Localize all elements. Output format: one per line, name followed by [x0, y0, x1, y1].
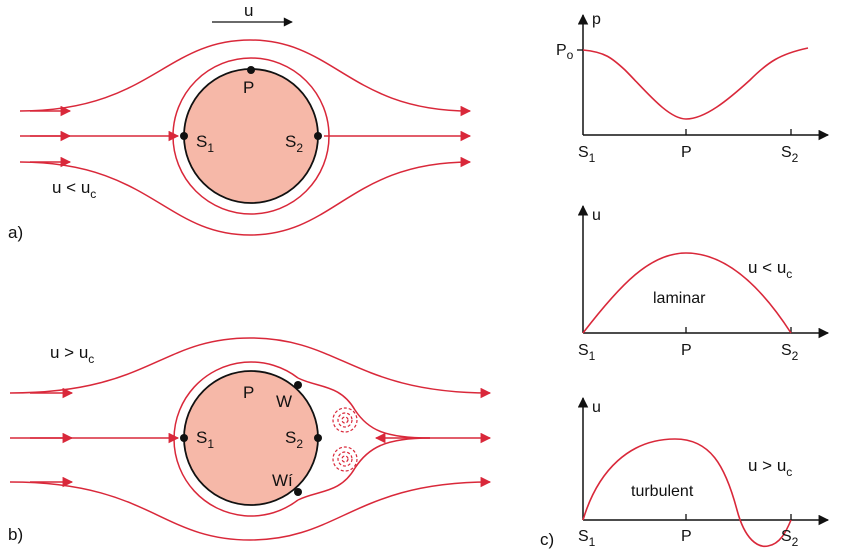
laminar-xtick-p: P [681, 342, 692, 359]
laminar-condition-label: u < uc [748, 258, 792, 281]
panel-c-profiles: p Po S1 P S2 u laminar u < uc S1 P S2 [540, 11, 828, 549]
turbulent-xtick-s1: S1 [578, 528, 596, 549]
pressure-curve [583, 48, 808, 119]
laminar-velocity-chart: u laminar u < uc S1 P S2 [578, 206, 828, 363]
pressure-xtick-s2: S2 [781, 144, 799, 165]
point-p-dot-a [247, 66, 255, 74]
panel-tag-a: a) [8, 223, 23, 242]
point-w-dot [294, 381, 302, 389]
pressure-distribution-chart: p Po S1 P S2 [556, 11, 828, 165]
panel-tag-b: b) [8, 525, 23, 544]
condition-label-b: u > uc [50, 343, 94, 366]
turbulent-curve-label: turbulent [631, 483, 694, 500]
point-w-label: W [276, 392, 292, 411]
panel-tag-c: c) [540, 530, 554, 549]
panel-a-laminar-flow: P S1 S2 u < uc a) [8, 40, 470, 242]
point-s2-dot-b [314, 434, 322, 442]
point-s1-dot-a [180, 132, 188, 140]
turbulent-y-label: u [592, 399, 601, 416]
free-stream-velocity-arrow: u [212, 1, 292, 22]
laminar-curve-label: laminar [653, 290, 706, 307]
point-w2-dot [294, 488, 302, 496]
laminar-xtick-s1: S1 [578, 342, 596, 363]
point-s1-dot-b [180, 434, 188, 442]
turbulent-xtick-p: P [681, 528, 692, 545]
point-p-label-b: P [243, 383, 254, 402]
pressure-y-label: p [592, 11, 601, 28]
pressure-ytick-po: Po [556, 42, 574, 62]
laminar-xtick-s2: S2 [781, 342, 799, 363]
point-p-label-a: P [243, 78, 254, 97]
wake-vortices [333, 408, 357, 471]
point-s2-dot-a [314, 132, 322, 140]
turbulent-condition-label: u > uc [748, 456, 792, 479]
velocity-label: u [244, 1, 253, 20]
turbulent-velocity-chart: u turbulent u > uc S1 P S2 [578, 398, 828, 549]
pressure-xtick-p: P [681, 144, 692, 161]
turbulent-xtick-s2: S2 [781, 528, 799, 549]
pressure-xtick-s1: S1 [578, 144, 596, 165]
laminar-y-label: u [592, 207, 601, 224]
condition-label-a: u < uc [52, 178, 96, 201]
point-w2-label: Wí [272, 471, 293, 490]
panel-b-separated-flow: P W Wí S1 S2 u > uc b) [8, 338, 490, 544]
